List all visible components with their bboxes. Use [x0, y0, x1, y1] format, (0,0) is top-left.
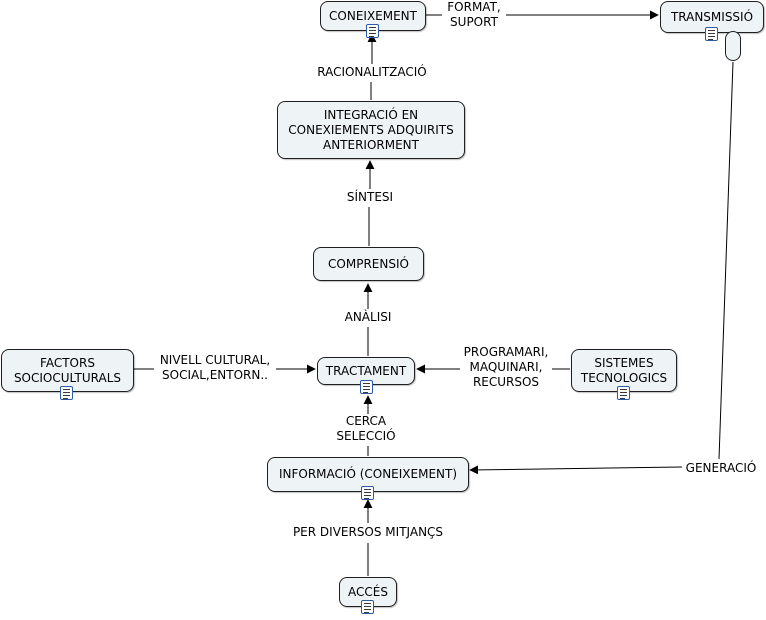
document-icon[interactable]	[617, 386, 630, 400]
link-label-nivell-cultural: NIVELL CULTURAL, SOCIAL,ENTORN..	[155, 353, 275, 383]
document-icon[interactable]	[60, 386, 73, 400]
node-informacio-label: INFORMACIÓ (CONEIXEMENT)	[278, 467, 458, 481]
node-integracio-label: INTEGRACIÓ EN CONEXIEMENTS ADQUIRITS ANT…	[288, 107, 454, 152]
link-label-generacio: GENERACIÓ	[682, 461, 760, 476]
link-label-racionalitzacio: RACIONALITZACIÓ	[308, 65, 436, 80]
link-label-sintesi: SÍNTESI	[338, 190, 402, 205]
node-coneixement-label: CONEIXEMENT	[329, 8, 417, 23]
node-acces-label: ACCÉS	[348, 584, 388, 599]
node-comprensio[interactable]: COMPRENSIÓ	[313, 247, 424, 281]
node-integracio[interactable]: INTEGRACIÓ EN CONEXIEMENTS ADQUIRITS ANT…	[277, 101, 465, 159]
document-icon[interactable]	[360, 380, 373, 394]
node-factors-label: FACTORS SOCIOCULTURALS	[13, 355, 122, 385]
edge-transmissio-generacio	[718, 61, 734, 460]
document-icon[interactable]	[361, 486, 374, 500]
edge-generacio-informacio	[469, 465, 683, 475]
node-comprensio-label: COMPRENSIÓ	[328, 256, 409, 271]
document-icon[interactable]	[705, 27, 718, 41]
link-label-format-suport: FORMAT, SUPORT	[444, 0, 504, 30]
link-label-per-diversos: PER DIVERSOS MITJANÇS	[285, 525, 451, 540]
node-sistemes[interactable]: SISTEMES TECNOLOGICS	[571, 349, 677, 392]
node-transmissio-label: TRANSMISSIÓ	[670, 9, 754, 24]
scroll-handle[interactable]	[725, 31, 741, 61]
link-label-cerca-seleccio: CERCA SELECCIÓ	[330, 414, 402, 444]
link-label-analisi: ANÀLISI	[336, 310, 400, 325]
node-transmissio[interactable]: TRANSMISSIÓ	[660, 1, 764, 33]
node-acces[interactable]: ACCÉS	[339, 577, 397, 607]
node-factors[interactable]: FACTORS SOCIOCULTURALS	[1, 349, 134, 392]
node-tractament-label: TRACTAMENT	[325, 363, 407, 378]
document-icon[interactable]	[361, 600, 374, 614]
document-icon[interactable]	[366, 24, 379, 38]
node-informacio[interactable]: INFORMACIÓ (CONEIXEMENT)	[267, 457, 469, 492]
link-label-programari: PROGRAMARI, MAQUINARI, RECURSOS	[460, 345, 552, 390]
node-sistemes-label: SISTEMES TECNOLOGICS	[580, 355, 668, 385]
